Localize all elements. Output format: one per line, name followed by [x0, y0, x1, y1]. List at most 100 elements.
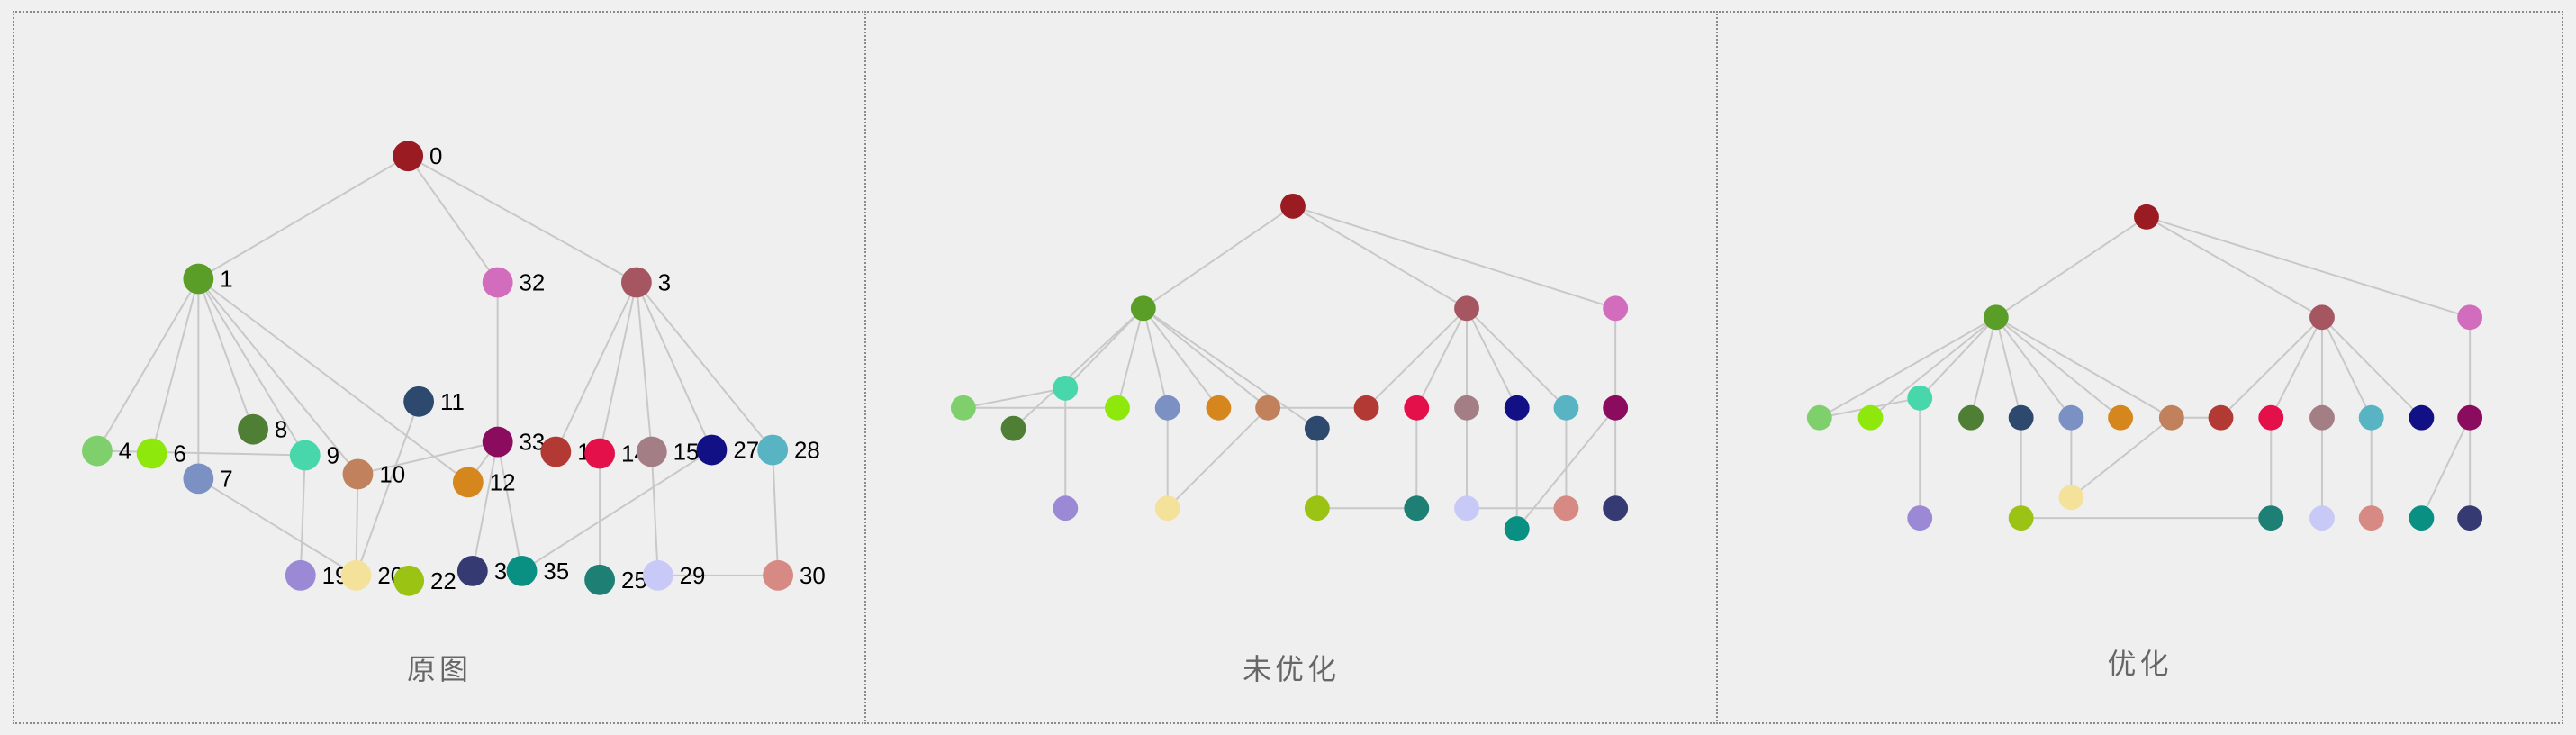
node-9[interactable] [289, 440, 321, 471]
node-13[interactable] [540, 436, 572, 467]
node-22[interactable] [1304, 495, 1330, 522]
node-label-29: 29 [680, 564, 706, 589]
node-25[interactable] [2258, 505, 2284, 531]
node-7[interactable] [2058, 404, 2084, 431]
edge-0-32 [1292, 204, 1616, 310]
node-34[interactable] [2457, 505, 2483, 531]
node-4[interactable] [950, 395, 976, 421]
node-33[interactable] [1603, 395, 1629, 421]
node-19[interactable] [1053, 495, 1079, 522]
node-20[interactable] [1154, 495, 1180, 522]
node-22[interactable] [393, 565, 425, 596]
edge-1-9 [197, 277, 306, 457]
node-33[interactable] [482, 426, 513, 458]
node-14[interactable] [584, 438, 616, 469]
node-3[interactable] [2309, 304, 2335, 331]
node-9[interactable] [1907, 385, 1933, 411]
node-12[interactable] [1206, 395, 1232, 421]
node-30[interactable] [2358, 505, 2384, 531]
node-6[interactable] [1105, 395, 1130, 421]
node-12[interactable] [452, 467, 484, 498]
edge-33-35 [2420, 417, 2472, 519]
node-4[interactable] [82, 435, 113, 467]
node-0[interactable] [2134, 204, 2159, 230]
graph-unoptimized [950, 193, 1629, 542]
node-35[interactable] [1504, 516, 1530, 542]
node-20[interactable] [340, 559, 372, 591]
node-29[interactable] [1454, 495, 1479, 522]
node-19[interactable] [1907, 505, 1933, 531]
node-33[interactable] [2457, 404, 2483, 431]
node-11[interactable] [2008, 404, 2034, 431]
node-8[interactable] [1958, 404, 1984, 431]
node-27[interactable] [1504, 395, 1530, 421]
node-12[interactable] [2108, 404, 2134, 431]
node-label-9: 9 [327, 443, 339, 468]
node-32[interactable] [2457, 304, 2483, 331]
node-11[interactable] [1304, 415, 1330, 441]
edge-0-3 [1292, 205, 1468, 310]
node-9[interactable] [1053, 375, 1079, 401]
node-34[interactable] [1603, 495, 1629, 522]
node-1[interactable] [1130, 295, 1156, 322]
node-14[interactable] [2258, 404, 2284, 431]
nodes [1806, 204, 2483, 531]
node-30[interactable] [763, 559, 794, 591]
node-15[interactable] [636, 436, 667, 467]
node-4[interactable] [1806, 404, 1832, 431]
node-1[interactable] [1983, 304, 2009, 331]
edge-1-8 [1969, 317, 1997, 418]
node-6[interactable] [136, 438, 167, 469]
node-label-6: 6 [174, 441, 186, 467]
edge-1-9 [1064, 307, 1144, 389]
node-35[interactable] [506, 555, 538, 586]
node-1[interactable] [183, 263, 214, 295]
node-13[interactable] [2208, 404, 2234, 431]
edge-0-32 [407, 155, 499, 284]
node-28[interactable] [757, 434, 789, 466]
node-34[interactable] [456, 555, 488, 586]
node-7[interactable] [183, 463, 214, 495]
node-25[interactable] [1404, 495, 1430, 522]
node-label-22: 22 [430, 569, 456, 594]
node-11[interactable] [403, 386, 435, 417]
node-14[interactable] [1404, 395, 1430, 421]
node-15[interactable] [2309, 404, 2335, 431]
node-30[interactable] [1553, 495, 1579, 522]
node-28[interactable] [2358, 404, 2384, 431]
node-10[interactable] [342, 458, 374, 490]
node-35[interactable] [2409, 505, 2435, 531]
node-0[interactable] [1280, 193, 1306, 219]
node-3[interactable] [1454, 295, 1479, 322]
node-7[interactable] [1154, 395, 1180, 421]
node-8[interactable] [1000, 415, 1026, 441]
node-32[interactable] [1603, 295, 1629, 322]
node-28[interactable] [1553, 395, 1579, 421]
edge-1-8 [197, 278, 254, 430]
node-10[interactable] [1255, 395, 1281, 421]
edge-9-19 [299, 455, 306, 576]
node-19[interactable] [285, 559, 316, 591]
node-label-12: 12 [490, 470, 516, 495]
node-22[interactable] [2008, 505, 2034, 531]
node-20[interactable] [2058, 485, 2084, 511]
node-13[interactable] [1353, 395, 1379, 421]
node-15[interactable] [1454, 395, 1479, 421]
node-32[interactable] [482, 267, 513, 298]
node-27[interactable] [2409, 404, 2435, 431]
node-label-1: 1 [220, 267, 232, 292]
node-27[interactable] [696, 434, 728, 466]
node-3[interactable] [620, 267, 652, 298]
node-0[interactable] [393, 141, 424, 172]
edge-0-3 [407, 155, 637, 284]
edge-1-12 [1143, 307, 1220, 409]
node-10[interactable] [2158, 404, 2184, 431]
node-6[interactable] [1857, 404, 1884, 431]
node-29[interactable] [642, 559, 673, 591]
node-label-0: 0 [429, 144, 442, 169]
edge-0-1 [197, 155, 409, 280]
node-29[interactable] [2309, 505, 2335, 531]
node-8[interactable] [238, 413, 268, 445]
edge-1-10 [1995, 316, 2173, 419]
node-25[interactable] [584, 564, 616, 595]
